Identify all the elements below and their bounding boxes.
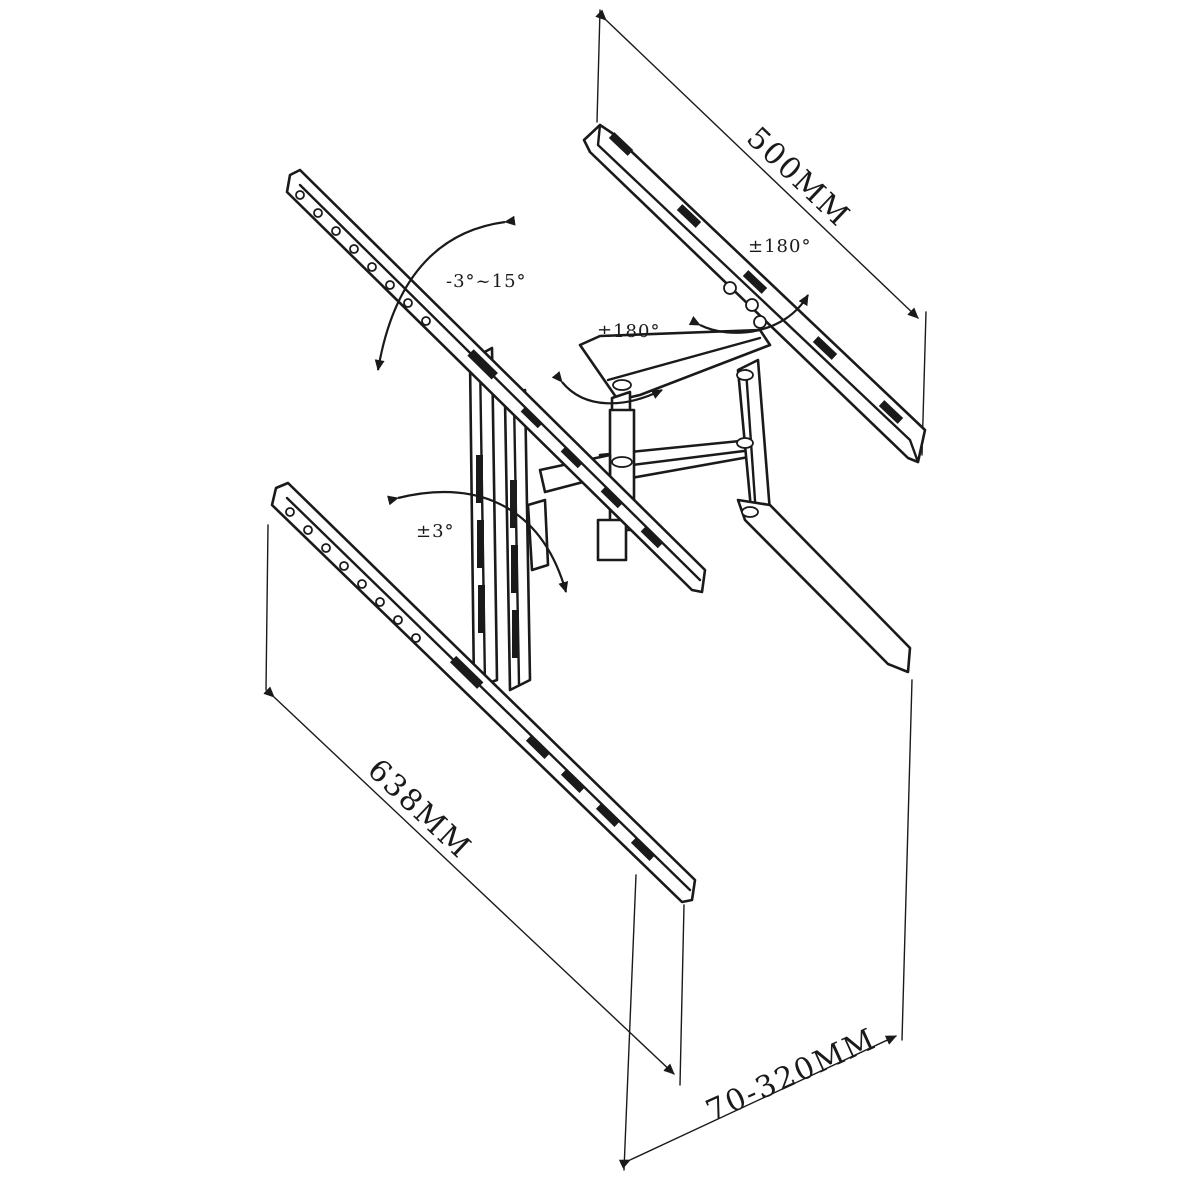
dimension-label-638mm: 638MM <box>361 752 479 866</box>
dimension-label-70-320mm: 70-320MM <box>701 1022 882 1130</box>
dimension-label-500mm: 500MM <box>739 120 856 234</box>
wall-plate <box>582 123 927 464</box>
dimension-70-320mm: 70-320MM <box>618 679 913 1171</box>
swivel-arm-angle-label: ±180° <box>597 321 660 342</box>
level-adjust-angle-indicator: ±3° <box>387 491 569 593</box>
swivel-arm-angle-indicator: ±180° <box>551 321 663 405</box>
tilt-angle-indicator: -3°~15° <box>374 215 527 371</box>
tilt-angle-label: -3°~15° <box>446 271 527 292</box>
level-adjust-angle-label: ±3° <box>416 521 455 542</box>
swivel-head-angle-indicator: ±180° <box>688 236 811 334</box>
swivel-head-angle-label: ±180° <box>748 236 811 257</box>
